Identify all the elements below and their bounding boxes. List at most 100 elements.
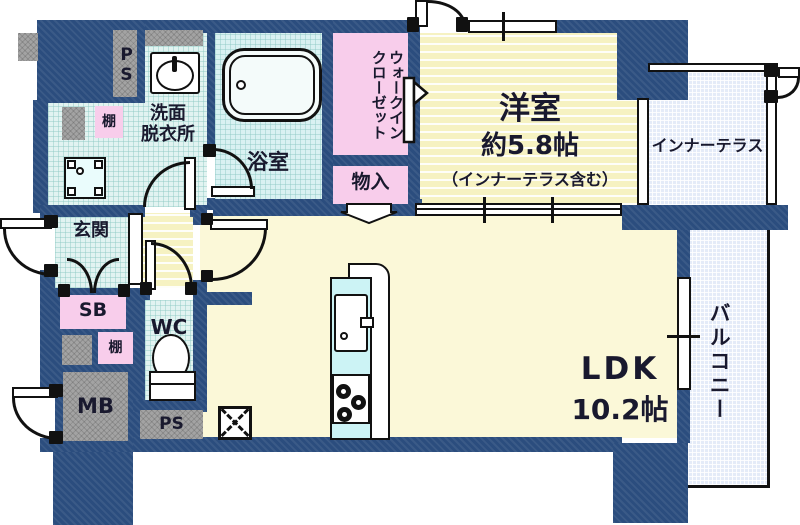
wall-bottom-right-pillar	[613, 443, 688, 523]
wall-bath-right	[322, 20, 333, 216]
door-jamb	[203, 144, 216, 157]
floor-hatch-icon	[218, 406, 252, 440]
room-balcony	[688, 230, 770, 488]
label-western-note: （インナーテラス含む）	[442, 170, 618, 189]
door-jamb	[201, 213, 213, 225]
window-tick	[667, 335, 700, 338]
window-western-terrace	[637, 98, 649, 205]
label-storage: 物入	[351, 171, 390, 193]
wall-left-upper	[33, 100, 48, 213]
door-jamb	[456, 17, 468, 32]
room-western	[418, 33, 637, 205]
window-tick	[502, 12, 505, 41]
label-walk-in-closet: ウォークイン クローゼット	[338, 40, 405, 150]
label-washroom-line1: 洗面	[150, 103, 186, 124]
label-wic-line1: ウォークイン	[387, 50, 405, 140]
wall-washroom-bath-upper	[207, 33, 215, 148]
door-jamb	[49, 384, 63, 397]
service-box-lower	[62, 335, 92, 365]
washer-bolt	[67, 187, 76, 196]
label-shelf-top: 棚	[102, 114, 116, 130]
wall-ldk-right-lower	[677, 390, 690, 443]
wall-top-right-block	[617, 20, 688, 100]
door-jamb	[140, 282, 152, 295]
wall-bottom	[133, 437, 622, 452]
label-balcony: バルコニー	[707, 302, 732, 422]
door-jamb	[201, 270, 213, 282]
room-ldk	[200, 213, 677, 438]
wall-ldk-right-upper	[677, 230, 690, 277]
service-box-outer	[18, 33, 38, 61]
door-jamb	[407, 17, 419, 32]
washer-bolt	[67, 160, 76, 169]
meter-box	[63, 372, 128, 441]
terrace-door-arc	[778, 78, 800, 99]
stove-burner	[336, 384, 351, 399]
label-meter-box: MB	[77, 394, 114, 418]
wall-wc-bottom	[133, 400, 207, 412]
label-wic-line2: クローゼット	[369, 50, 388, 140]
wall-top-band	[145, 20, 415, 33]
label-washroom: 洗面 脱衣所	[131, 103, 205, 145]
wall-bottom-left-pillar	[53, 452, 133, 525]
pipe-space-top	[113, 30, 137, 97]
door-jamb	[44, 215, 58, 228]
storage-box	[333, 166, 408, 204]
partition-tick	[551, 197, 554, 223]
washroom-counter	[145, 30, 203, 46]
window-western-top	[468, 20, 557, 33]
bathtub-drain	[236, 80, 246, 90]
shelf-top	[95, 106, 123, 138]
label-pipe-space-top: PS	[116, 45, 137, 85]
washer-drain	[76, 167, 84, 175]
wall-kitchen-stub	[207, 292, 252, 305]
wall-top-band-right	[557, 20, 617, 33]
wall-washroom-bath-lower	[207, 198, 215, 210]
terrace-door-panel	[778, 67, 800, 78]
wall-wic-storage-divider	[333, 155, 408, 166]
label-bathroom: 浴室	[247, 150, 289, 174]
door-jamb	[44, 264, 58, 277]
sink-drain	[340, 332, 348, 340]
walk-in-closet	[333, 33, 408, 155]
sliding-partition-western-ldk	[415, 203, 622, 216]
label-inner-terrace: インナーテラス	[651, 136, 764, 155]
label-ldk-size: 10.2帖	[571, 393, 669, 426]
label-wc: WC	[150, 315, 188, 339]
label-washroom-line2: 脱衣所	[141, 123, 195, 145]
stove-burner	[337, 407, 352, 422]
washer-bolt	[94, 187, 103, 196]
toilet-tank	[149, 371, 196, 401]
stove-burner	[351, 395, 366, 410]
door-jamb	[118, 284, 130, 297]
washbasin-faucet	[172, 56, 177, 72]
label-entrance: 玄関	[73, 220, 109, 241]
wall-terrace-bottom	[622, 205, 788, 230]
door-jamb	[764, 90, 778, 103]
entrance-step	[128, 213, 143, 285]
label-shoe-box: SB	[78, 299, 108, 321]
label-western-room: 洋室	[499, 91, 561, 127]
label-pipe-space-bottom: PS	[159, 414, 184, 434]
pipe-space-bottom	[140, 410, 203, 439]
label-ldk: LDK	[580, 351, 660, 387]
door-jamb	[764, 64, 778, 77]
wall-under-washroom-left	[40, 205, 145, 217]
door-jamb	[185, 282, 197, 295]
wic-door-icon	[402, 76, 429, 144]
partition-tick	[483, 197, 486, 223]
storage-door-arrow-icon	[340, 203, 398, 225]
window-terrace-top	[648, 63, 778, 72]
washer-bolt	[94, 160, 103, 169]
label-shelf-bottom: 棚	[108, 340, 123, 356]
wall-hall-ldk-bottom	[193, 280, 207, 412]
kitchen-faucet	[360, 317, 374, 328]
window-ldk-balcony	[677, 277, 691, 390]
label-western-size: 約5.8帖	[480, 131, 580, 161]
shoe-box	[60, 295, 126, 329]
door-jamb	[58, 284, 70, 297]
shelf-bottom	[98, 332, 133, 364]
door-jamb	[49, 431, 63, 444]
service-box-shelf-side	[62, 107, 85, 140]
